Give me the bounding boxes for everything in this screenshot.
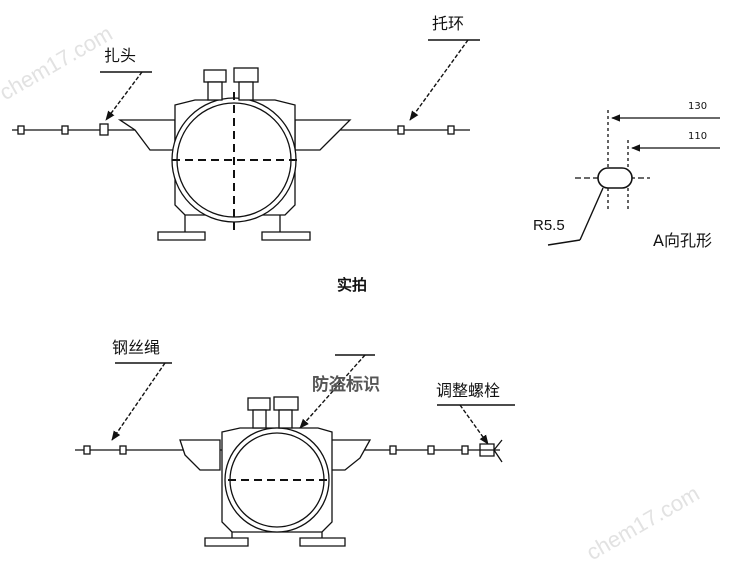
fitting-stem bbox=[238, 81, 254, 101]
wire-clip bbox=[83, 445, 91, 455]
wire-clip bbox=[397, 125, 405, 135]
top-view-drawing bbox=[12, 67, 470, 241]
wire-leader bbox=[111, 362, 166, 441]
bolt-leader bbox=[459, 404, 489, 445]
label-anti-theft: 防盗标识 bbox=[312, 375, 380, 395]
label-bolt: 调整螺栓 bbox=[436, 381, 501, 400]
tuohuan-leader bbox=[409, 39, 469, 121]
left-foot bbox=[157, 231, 206, 241]
label-tuotou: 扎头 bbox=[104, 46, 137, 65]
slot-hole bbox=[597, 167, 633, 189]
fitting-stem bbox=[278, 409, 293, 429]
sensor-circle bbox=[224, 427, 330, 533]
top-fitting bbox=[233, 67, 259, 83]
left-foot bbox=[204, 537, 249, 547]
dim-inner: 110 bbox=[688, 131, 708, 142]
right-foot bbox=[299, 537, 346, 547]
adjusting-bolt bbox=[479, 439, 503, 463]
hole-caption: A向孔形 bbox=[653, 231, 712, 250]
top-fitting bbox=[203, 69, 227, 83]
anti-theft-leader bbox=[299, 354, 366, 429]
wire-clip bbox=[461, 445, 469, 455]
right-bracket bbox=[329, 439, 372, 471]
right-bracket bbox=[294, 119, 352, 151]
label-tuohuan: 托环 bbox=[432, 14, 465, 33]
wire-clip bbox=[61, 125, 69, 135]
wire-clip bbox=[119, 445, 127, 455]
label-wire: 钢丝绳 bbox=[112, 338, 161, 357]
tuotou-leader bbox=[105, 71, 143, 121]
top-fitting bbox=[273, 396, 299, 411]
caption-shipai: 实拍 bbox=[337, 276, 368, 294]
radius-underline bbox=[547, 239, 581, 246]
top-view-leaders bbox=[100, 39, 480, 121]
right-foot bbox=[261, 231, 311, 241]
wire-clip bbox=[17, 125, 25, 135]
hole-detail-drawing bbox=[547, 110, 720, 246]
bottom-view-leaders bbox=[111, 354, 515, 445]
fitting-stem bbox=[252, 409, 267, 429]
bottom-view-drawing bbox=[75, 396, 503, 547]
tie-head bbox=[99, 123, 109, 136]
wire-clip bbox=[447, 125, 455, 135]
radius-label: R5.5 bbox=[533, 217, 565, 234]
radius-leader bbox=[579, 187, 604, 241]
left-bracket bbox=[117, 119, 176, 151]
wire-clip bbox=[427, 445, 435, 455]
dim-outer: 130 bbox=[688, 101, 708, 112]
top-fitting bbox=[247, 397, 271, 411]
fitting-stem bbox=[207, 81, 223, 101]
wire-clip bbox=[389, 445, 397, 455]
left-bracket bbox=[179, 439, 221, 471]
